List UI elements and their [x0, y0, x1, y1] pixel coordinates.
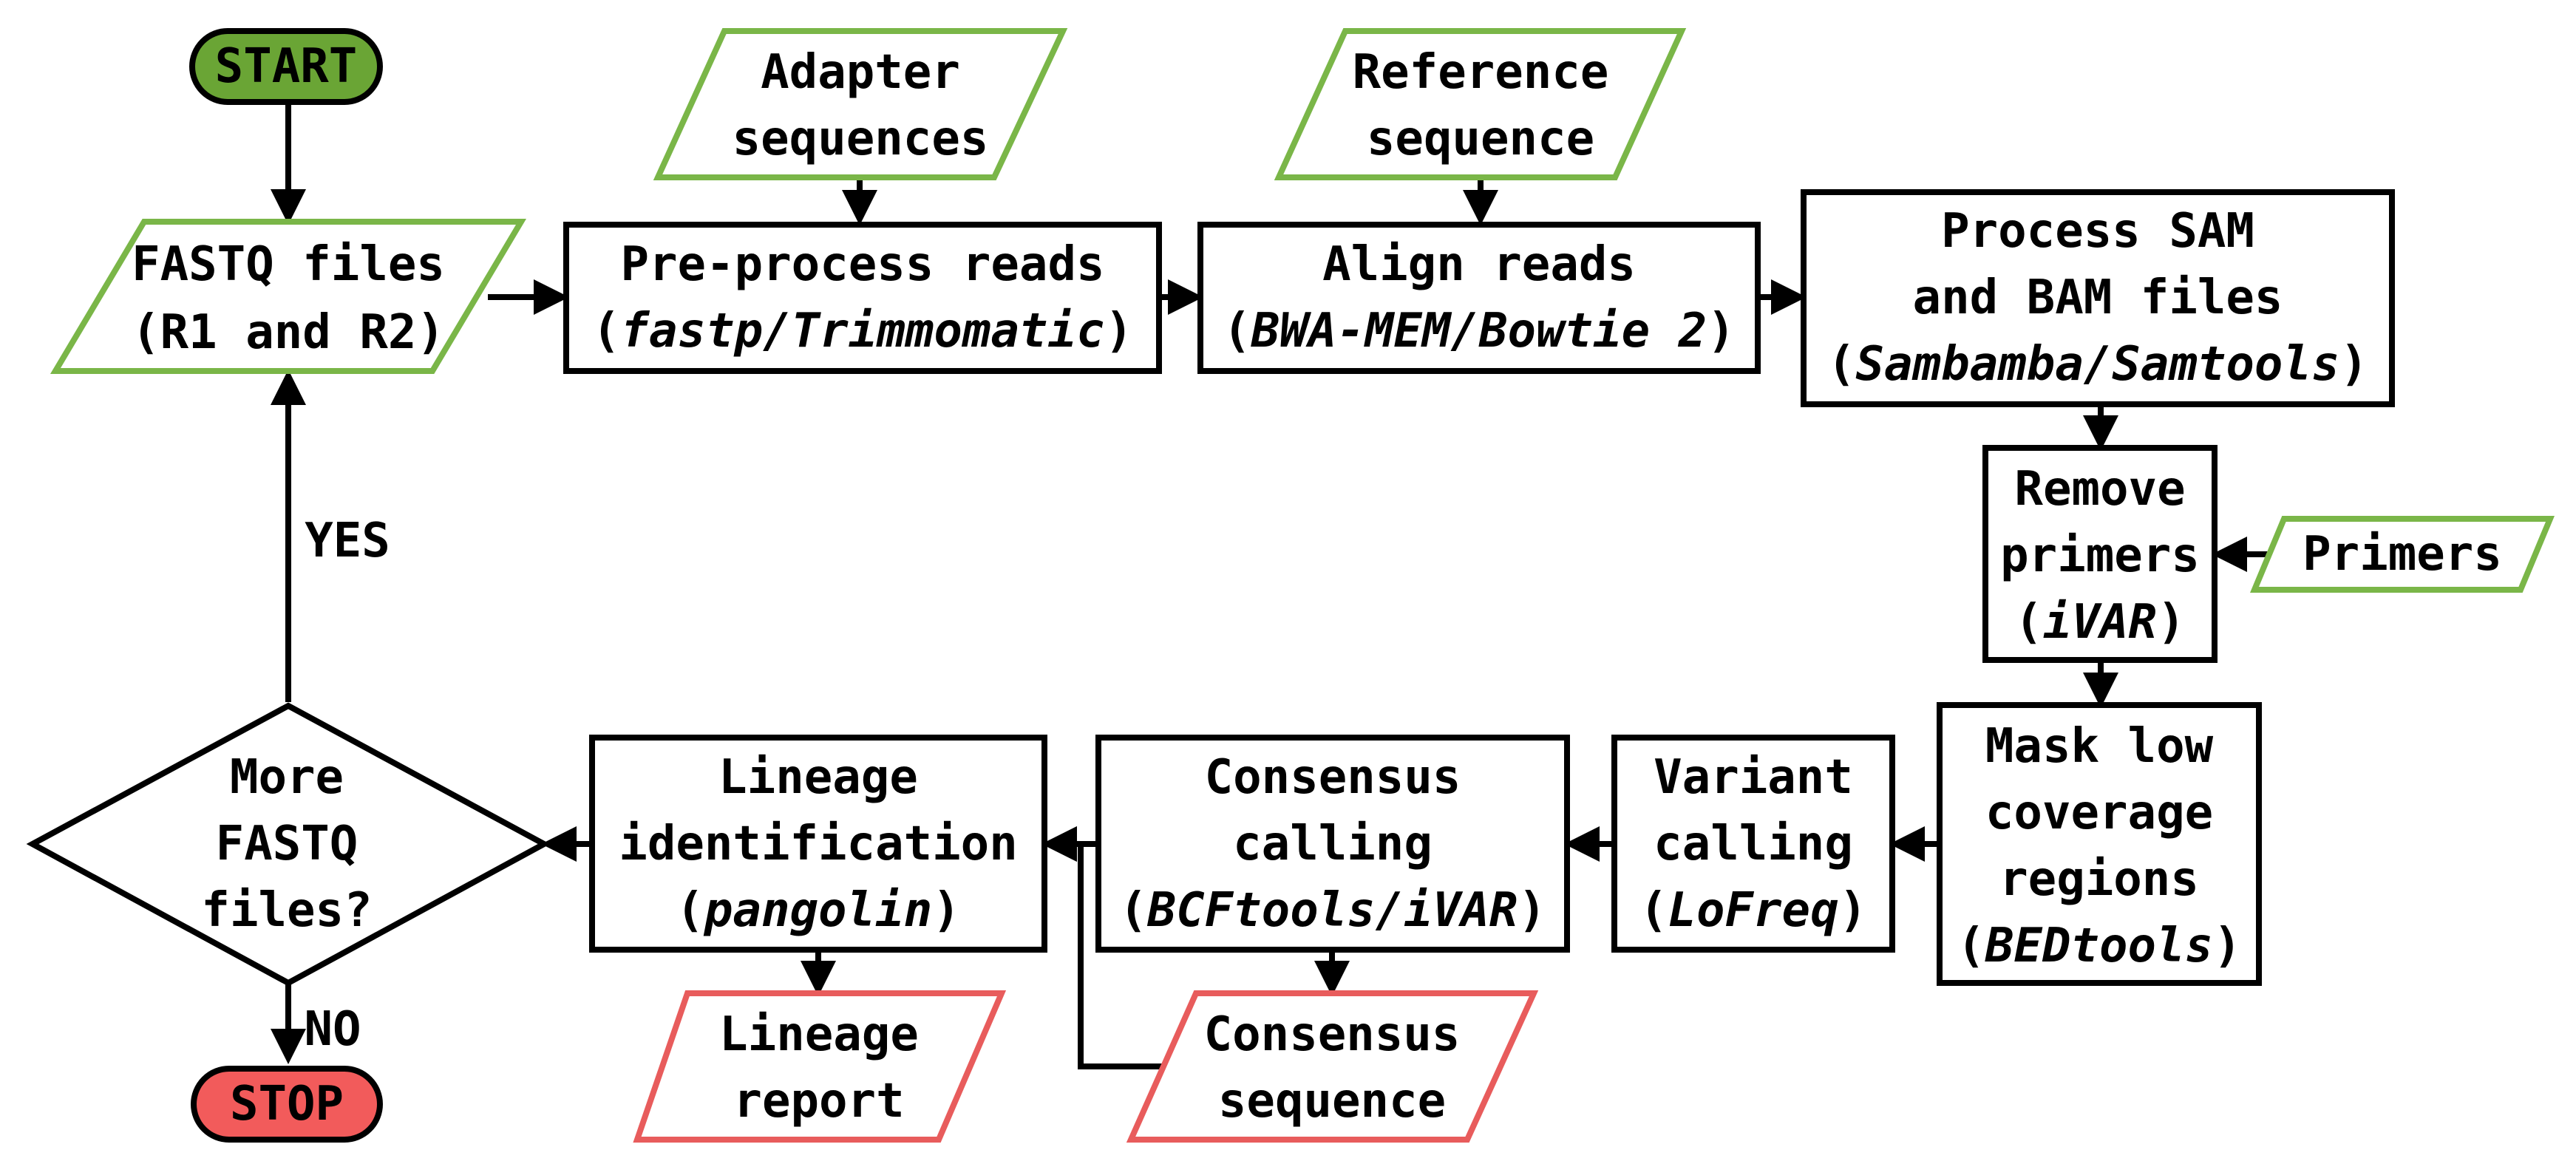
- fastq-shape: [50, 219, 527, 374]
- align-tool-line: (BWA-MEM/Bowtie 2): [1223, 304, 1736, 358]
- align-label: Align reads: [1322, 237, 1636, 292]
- variant-tool: LoFreq: [1668, 883, 1838, 938]
- mask-label-line3: regions: [1999, 852, 2199, 907]
- preprocess-label: Pre-process reads: [620, 237, 1104, 292]
- lineage-report-shape: [633, 990, 1007, 1143]
- consensus-tool: BCFtools/iVAR: [1147, 883, 1518, 938]
- mask-tool-line: (BEDtools): [1957, 919, 2241, 973]
- align-step: Align reads (BWA-MEM/Bowtie 2): [1197, 222, 1761, 374]
- lineage-report-line1: Lineage: [719, 1007, 919, 1062]
- consensus-label-line2: calling: [1233, 817, 1433, 871]
- stop-shape: [191, 1066, 383, 1143]
- lineage-report-line2: report: [733, 1074, 904, 1129]
- lineage-tool: pangolin: [703, 883, 932, 938]
- remove-primers-step: Remove primers (iVAR): [1982, 445, 2218, 663]
- connectors: [271, 102, 2269, 1069]
- preprocess-tool-line: (fastp/Trimmomatic): [592, 304, 1133, 358]
- consensus-tool-line: (BCFtools/iVAR): [1119, 883, 1546, 938]
- align-box: [1197, 222, 1761, 374]
- decision-line1: More: [230, 750, 344, 805]
- adapter-label-line1: Adapter: [761, 45, 960, 100]
- remove-primers-tool: iVAR: [2043, 595, 2157, 650]
- lineage-label-line1: Lineage: [718, 750, 918, 805]
- primers-shape: [2250, 516, 2555, 593]
- remove-primers-label-line1: Remove: [2014, 462, 2185, 517]
- process-sam-tool-line: (Sambamba/Samtools): [1827, 337, 2368, 392]
- preprocess-tool: fastp/Trimmomatic: [620, 304, 1104, 358]
- lineage-label-line2: identification: [619, 817, 1017, 871]
- decision-line2: FASTQ: [216, 817, 358, 871]
- variant-step: Variant calling (LoFreq): [1611, 735, 1895, 953]
- remove-primers-tool-line: (iVAR): [2014, 595, 2185, 650]
- process-sam-step: Process SAM and BAM files (Sambamba/Samt…: [1801, 189, 2395, 407]
- consensus-sequence-shape: [1126, 990, 1539, 1143]
- fastq-label-line1: FASTQ files: [132, 237, 445, 292]
- remove-primers-box: [1982, 445, 2218, 663]
- decision: More FASTQ files? YES NO: [26, 514, 551, 1057]
- consensus-step: Consensus calling (BCFtools/iVAR): [1095, 735, 1570, 953]
- mask-box: [1937, 702, 2262, 986]
- process-sam-label-line2: and BAM files: [1913, 270, 2283, 325]
- preprocess-box: [563, 222, 1162, 374]
- preprocess-step: Pre-process reads (fastp/Trimmomatic): [563, 222, 1162, 374]
- align-tool: BWA-MEM/Bowtie 2: [1251, 304, 1707, 358]
- primers-label: Primers: [2303, 527, 2502, 582]
- consensus-sequence-line2: sequence: [1218, 1074, 1446, 1129]
- lineage-step: Lineage identification (pangolin): [589, 735, 1047, 953]
- fastq-label-line2: (R1 and R2): [132, 305, 445, 360]
- start-terminal: START: [189, 28, 383, 105]
- process-sam-tool: Sambamba/Samtools: [1855, 337, 2339, 392]
- variant-label-line1: Variant: [1654, 750, 1853, 805]
- lineage-report-output: Lineage report: [633, 990, 1007, 1143]
- mask-label-line1: Mask low: [1985, 719, 2214, 774]
- process-sam-box: [1801, 189, 2395, 407]
- process-sam-label-line1: Process SAM: [1941, 204, 2254, 259]
- lineage-tool-line: (pangolin): [676, 883, 960, 938]
- consensus-box: [1095, 735, 1570, 953]
- start-shape: [189, 28, 383, 105]
- consensus-sequence-line1: Consensus: [1204, 1007, 1461, 1062]
- reference-label-line1: Reference: [1353, 45, 1609, 100]
- reference-input: Reference sequence: [1274, 28, 1687, 180]
- mask-label-line2: coverage: [1985, 786, 2213, 840]
- decision-line3: files?: [201, 883, 372, 938]
- adapter-shape: [653, 28, 1068, 180]
- stop-terminal: STOP: [191, 1066, 383, 1143]
- reference-shape: [1274, 28, 1687, 180]
- consensus-sequence-output: Consensus sequence: [1126, 990, 1539, 1143]
- lineage-box: [589, 735, 1047, 953]
- adapter-label-line2: sequences: [733, 112, 989, 166]
- variant-tool-line: (LoFreq): [1639, 883, 1867, 938]
- primers-input: Primers: [2250, 516, 2555, 593]
- remove-primers-label-line2: primers: [2000, 528, 2200, 583]
- variant-label-line2: calling: [1654, 817, 1853, 871]
- fastq-input: FASTQ files (R1 and R2): [50, 219, 527, 374]
- mask-step: Mask low coverage regions (BEDtools): [1937, 702, 2262, 986]
- decision-diamond: [26, 702, 551, 987]
- adapter-input: Adapter sequences: [653, 28, 1068, 180]
- decision-yes-label: YES: [305, 514, 390, 568]
- start-label: START: [215, 39, 358, 94]
- mask-tool: BEDtools: [1985, 919, 2213, 973]
- stop-label: STOP: [230, 1077, 344, 1131]
- decision-no-label: NO: [304, 1002, 361, 1057]
- variant-box: [1611, 735, 1895, 953]
- reference-label-line2: sequence: [1367, 112, 1594, 166]
- consensus-label-line1: Consensus: [1205, 750, 1461, 805]
